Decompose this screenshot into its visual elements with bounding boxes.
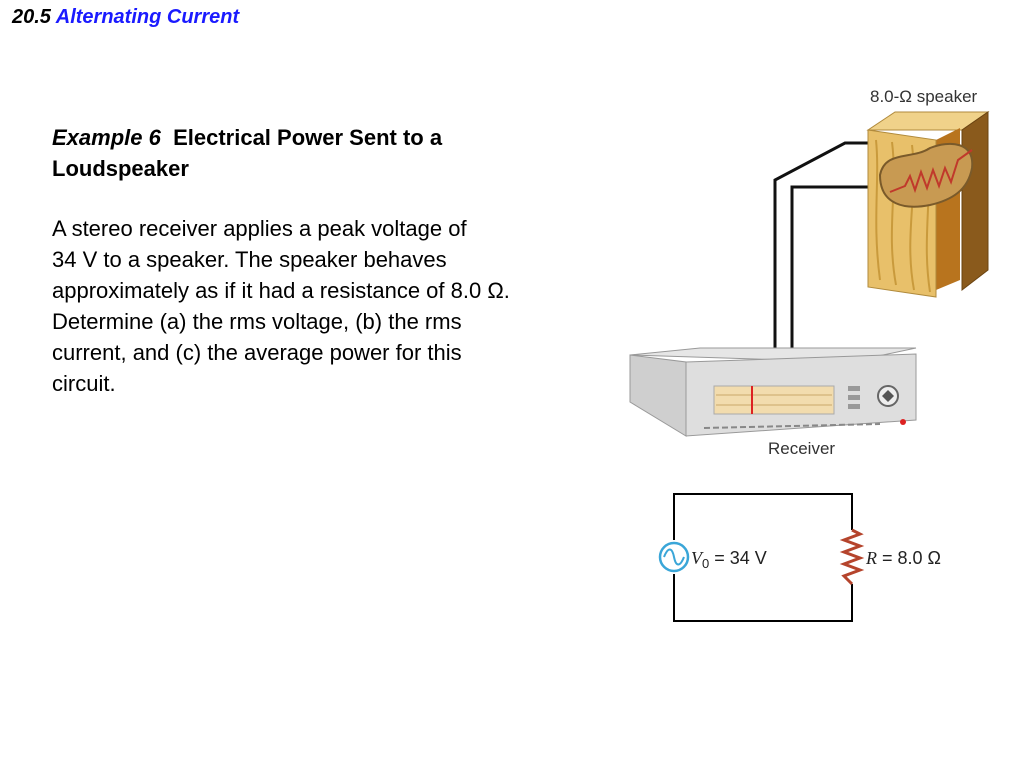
source-value: = 34 V (714, 548, 767, 568)
resistor-label: R = 8.0 Ω (866, 548, 941, 569)
problem-line: approximately as if it had a resistance … (52, 278, 510, 303)
resistor-icon (839, 528, 865, 586)
example-heading: Example 6 Electrical Power Sent to a Lou… (52, 122, 592, 184)
problem-line: circuit. (52, 371, 116, 396)
receiver-label: Receiver (768, 439, 836, 458)
example-title-line2: Loudspeaker (52, 156, 189, 181)
section-title: Alternating Current (55, 6, 240, 28)
source-label: V0 = 34 V (691, 548, 767, 571)
receiver-unit (629, 347, 917, 437)
example-title-line1: Electrical Power Sent to a (173, 125, 443, 150)
speaker-cabinet (866, 111, 990, 298)
problem-line: 34 V to a speaker. The speaker behaves (52, 247, 447, 272)
problem-line: A stereo receiver applies a peak voltage… (52, 216, 467, 241)
circuit-wires (673, 493, 853, 622)
source-symbol: V (691, 548, 702, 568)
problem-line: current, and (c) the average power for t… (52, 340, 462, 365)
resistor-value: = 8.0 Ω (882, 548, 942, 568)
section-number: 20.5 (12, 6, 51, 28)
speaker-label: 8.0-Ω speaker (870, 87, 978, 106)
source-subscript: 0 (702, 556, 710, 571)
ac-source-icon (658, 541, 690, 573)
resistor-symbol: R (866, 548, 877, 568)
problem-statement: A stereo receiver applies a peak voltage… (52, 213, 612, 399)
slide-header: 20.5 Alternating Current (12, 6, 239, 29)
example-label: Example 6 (52, 125, 161, 150)
problem-line: Determine (a) the rms voltage, (b) the r… (52, 309, 462, 334)
